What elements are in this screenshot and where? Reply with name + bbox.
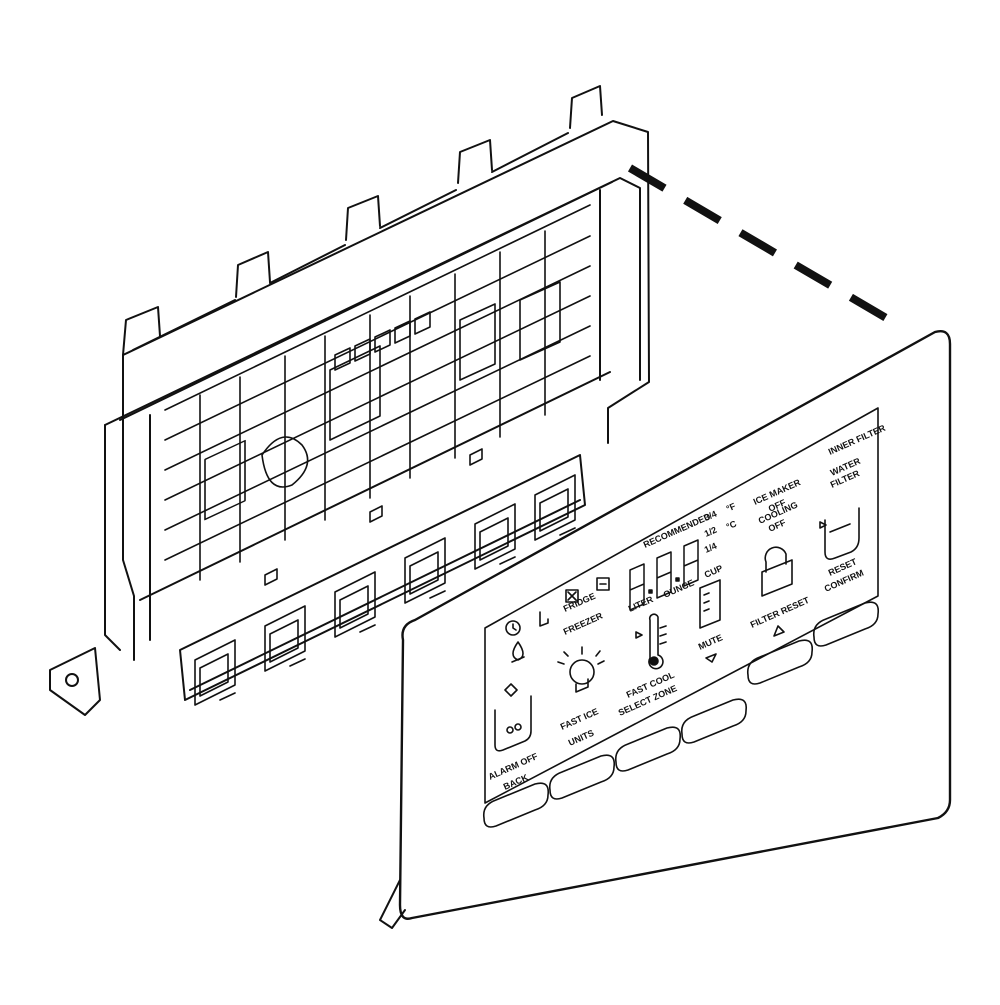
- unit-f-label: °F: [725, 501, 738, 514]
- dispenser-icon: [539, 611, 549, 627]
- thermometer-icon: [635, 613, 667, 670]
- size-3-4-label: 3/4: [703, 509, 719, 523]
- unit-c-label: °C: [725, 518, 739, 531]
- fast-ice-label: FAST ICE: [559, 706, 600, 732]
- up-arrow-icon: [773, 625, 785, 637]
- freezer-label: FREEZER: [562, 610, 605, 636]
- seven-segment-display: [629, 539, 699, 611]
- cup-label: CUP: [703, 563, 724, 580]
- water-droplet-icon: [511, 641, 525, 663]
- liter-label: LITER: [627, 594, 655, 614]
- lock-icon: [761, 546, 793, 597]
- leader-line: [627, 164, 896, 326]
- control-panel: RECOMMENDED 3/4 1/2 1/4 °F °C LITER OUNC…: [379, 330, 952, 929]
- cube-ice-icon: [565, 589, 579, 603]
- recommended-label: RECOMMENDED: [642, 511, 713, 550]
- down-arrow-icon: [705, 653, 717, 663]
- size-1-2-label: 1/2: [703, 525, 719, 539]
- dispenser-cup-icon: [494, 683, 532, 752]
- mute-label: MUTE: [697, 632, 724, 652]
- filter-cup-icon: [819, 507, 860, 560]
- display-frame: [49, 85, 650, 716]
- fridge-freezer-icon: [699, 579, 721, 629]
- filter-reset-label: FILTER RESET: [749, 595, 811, 630]
- timer-icon: [505, 620, 521, 636]
- light-bulb-icon: [557, 646, 605, 693]
- size-1-4-label: 1/4: [703, 541, 719, 555]
- units-label: UNITS: [567, 728, 596, 748]
- crushed-ice-icon: [596, 577, 610, 591]
